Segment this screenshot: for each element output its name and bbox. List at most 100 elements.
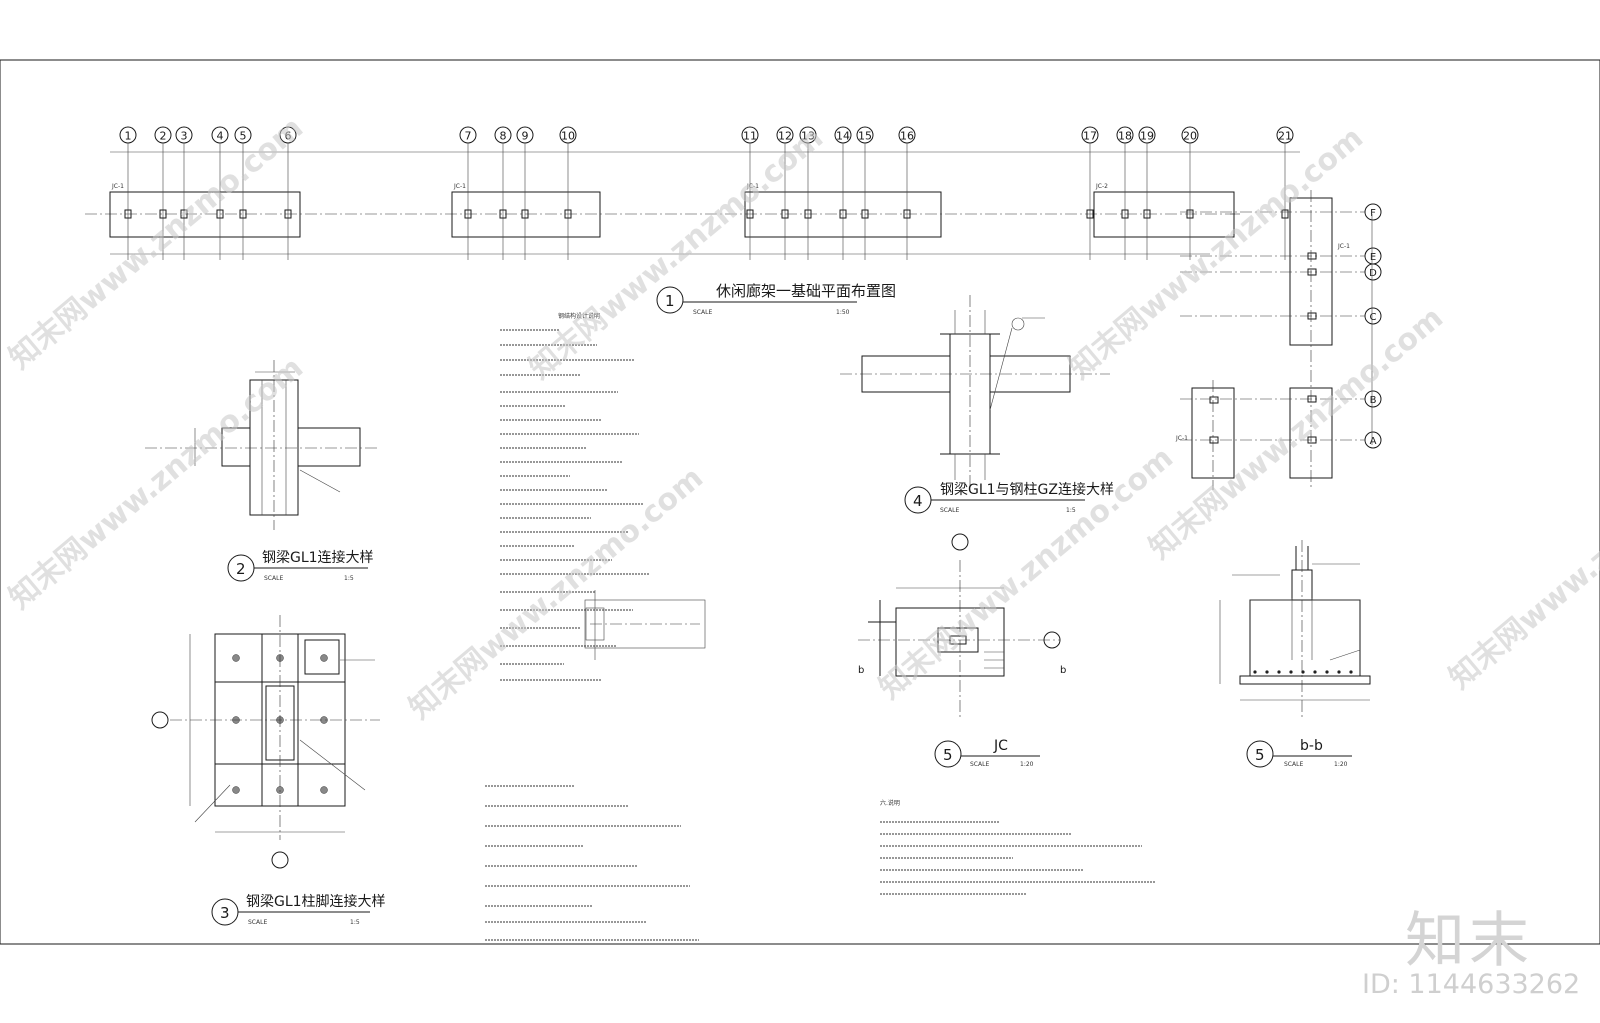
footing-strip [1093, 191, 1235, 238]
axis-label: 7 [465, 130, 472, 143]
svg-text:b: b [1060, 665, 1066, 676]
column-marker [861, 209, 869, 219]
svg-text:知末网www.znzmo.com: 知末网www.znzmo.com [523, 120, 830, 386]
svg-text:3: 3 [220, 904, 230, 922]
column-marker [124, 209, 132, 219]
construction-notes [485, 785, 1155, 941]
footing-strip [109, 191, 301, 238]
svg-text:知末网www.znzmo.com: 知末网www.znzmo.com [3, 110, 310, 376]
rebar-dot [1289, 670, 1293, 674]
axis-label: F [1370, 208, 1376, 219]
rebar-dot [1325, 670, 1329, 674]
column-marker [564, 209, 572, 219]
column-marker [216, 209, 224, 219]
rebar-dot [1301, 670, 1305, 674]
sheet-border [0, 59, 1600, 945]
title-text: b-b [1300, 738, 1323, 754]
axis-label: D [1369, 268, 1377, 279]
axis-label: 21 [1278, 130, 1292, 143]
axis-label: 9 [522, 130, 529, 143]
bolt [232, 786, 240, 794]
detail-4-beam-column-connection: 4 钢梁GL1与钢柱GZ连接大样 SCALE 1:5 [840, 295, 1114, 514]
axis-label: 6 [285, 130, 292, 143]
svg-text:1:20: 1:20 [1334, 761, 1348, 768]
svg-text:b: b [858, 665, 864, 676]
bolt [232, 654, 240, 662]
svg-text:SCALE: SCALE [970, 761, 989, 768]
axis-label: 12 [778, 130, 792, 143]
column-marker [804, 209, 812, 219]
jc-label: JC-2 [1095, 183, 1108, 190]
rebar-dot [1313, 670, 1317, 674]
column-marker [1209, 396, 1219, 404]
axis-lines [124, 143, 1289, 260]
design-notes: 钢结构设计说明 [500, 312, 706, 681]
axis-label: 15 [858, 130, 872, 143]
svg-text:1:5: 1:5 [344, 575, 354, 582]
column-marker [1307, 268, 1317, 276]
column-marker [903, 209, 911, 219]
axis-label: 4 [217, 130, 224, 143]
column-marker [180, 209, 188, 219]
column-marker [746, 209, 754, 219]
image-id: ID: 1144633262 [1362, 969, 1581, 1000]
svg-text:1:50: 1:50 [836, 309, 850, 316]
column-marker [159, 209, 167, 219]
column-marker [1186, 209, 1194, 219]
title-number: 1 [665, 292, 675, 310]
jc-label: JC-1 [1175, 435, 1188, 442]
axis-label: 2 [160, 130, 167, 143]
axis-label: 11 [743, 130, 757, 143]
svg-text:SCALE: SCALE [940, 507, 959, 514]
jc-label: JC-1 [746, 183, 759, 190]
rebar-dot [1253, 670, 1257, 674]
axis-label: 1 [125, 130, 132, 143]
axis-label: 18 [1118, 130, 1132, 143]
axis-label: C [1370, 312, 1377, 323]
rebar-dot [1277, 670, 1281, 674]
title-text: 钢梁GL1与钢柱GZ连接大样 [940, 481, 1114, 498]
svg-text:1:5: 1:5 [1066, 507, 1076, 514]
column-marker [239, 209, 247, 219]
column-marker [1307, 395, 1317, 403]
axis-label: 8 [500, 130, 507, 143]
column-marker [521, 209, 529, 219]
logo: 知末 [1405, 906, 1533, 976]
detail-3-column-base: 3 钢梁GL1柱脚连接大样 SCALE 1:5 [151, 615, 386, 926]
axis-label: 3 [181, 130, 188, 143]
column-marker [464, 209, 472, 219]
title-text: 钢梁GL1柱脚连接大样 [246, 893, 386, 910]
bolt [320, 654, 328, 662]
bolt [320, 786, 328, 794]
column-marker [284, 209, 292, 219]
column-marker [1307, 252, 1317, 260]
detail-5-jc-plan: b b 5 JC SCALE 1:20 [858, 533, 1066, 768]
axis-label: B [1370, 395, 1377, 406]
svg-text:1:5: 1:5 [350, 919, 360, 926]
axis-label: E [1370, 252, 1376, 263]
column-marker [499, 209, 507, 219]
jc-label: JC-1 [111, 183, 124, 190]
svg-text:知末网www.znzmo.com: 知末网www.znzmo.com [1443, 430, 1600, 696]
axis-label: 16 [900, 130, 914, 143]
axis-label: 17 [1083, 130, 1097, 143]
svg-text:2: 2 [236, 560, 246, 578]
svg-text:SCALE: SCALE [1284, 761, 1303, 768]
rebar-dot [1349, 670, 1353, 674]
column-marker [1281, 209, 1289, 219]
title-block-1: 1 休闲廊架一基础平面布置图 SCALE 1:50 [656, 282, 896, 316]
column-marker [839, 209, 847, 219]
svg-text:知末网www.znzmo.com: 知末网www.znzmo.com [1143, 300, 1450, 566]
svg-text:SCALE: SCALE [264, 575, 283, 582]
notes-header: 钢结构设计说明 [558, 312, 600, 320]
rebar-dot [1337, 670, 1341, 674]
rebar-dot [1265, 670, 1269, 674]
axis-label: 10 [561, 130, 575, 143]
column-marker [1086, 209, 1094, 219]
svg-text:4: 4 [913, 492, 923, 510]
axis-label: 19 [1140, 130, 1154, 143]
svg-text:1:20: 1:20 [1020, 761, 1034, 768]
title-text: 钢梁GL1连接大样 [262, 549, 374, 566]
svg-text:知末网www.znzmo.com: 知末网www.znzmo.com [1063, 120, 1370, 386]
